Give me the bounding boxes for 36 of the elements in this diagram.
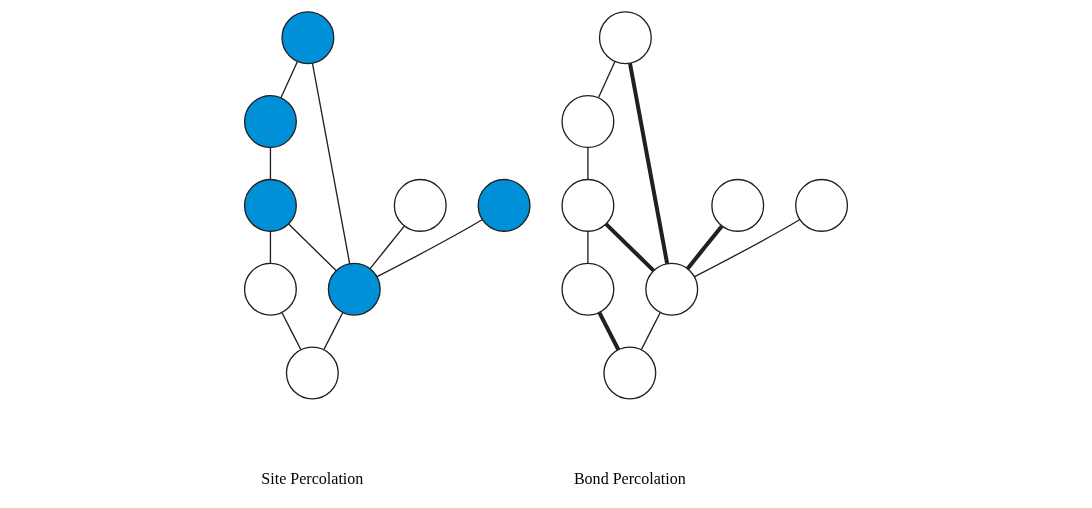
connector <box>269 230 272 264</box>
node-circle <box>795 178 849 232</box>
connector <box>597 60 616 99</box>
connector <box>323 311 344 351</box>
connector <box>640 311 661 351</box>
connector <box>686 224 724 270</box>
node-circle <box>281 11 335 65</box>
connector <box>694 219 801 278</box>
connector <box>287 223 337 272</box>
node-circle <box>603 346 657 400</box>
node-circle <box>561 178 615 232</box>
connector <box>597 311 621 351</box>
node-circle <box>711 178 765 232</box>
connector <box>280 60 299 99</box>
node-circle <box>477 178 531 232</box>
node-circle <box>327 262 381 316</box>
connector <box>311 62 351 265</box>
label: Bond Percolation <box>573 470 686 487</box>
node-circle <box>243 178 297 232</box>
node-circle <box>645 262 699 316</box>
connector <box>376 219 483 278</box>
connector <box>587 230 589 264</box>
connector <box>604 222 655 272</box>
connector <box>369 225 405 270</box>
node-circle <box>243 262 297 316</box>
node-circle <box>561 95 615 149</box>
node-circle <box>561 262 615 316</box>
node-circle <box>285 346 339 400</box>
node-circle <box>393 178 447 232</box>
node-circle <box>598 11 652 65</box>
label: Site Percolation <box>261 470 364 487</box>
node-circle <box>243 95 297 149</box>
connector <box>627 62 670 264</box>
connector <box>587 146 589 180</box>
connector <box>281 311 302 351</box>
connector <box>269 146 272 180</box>
